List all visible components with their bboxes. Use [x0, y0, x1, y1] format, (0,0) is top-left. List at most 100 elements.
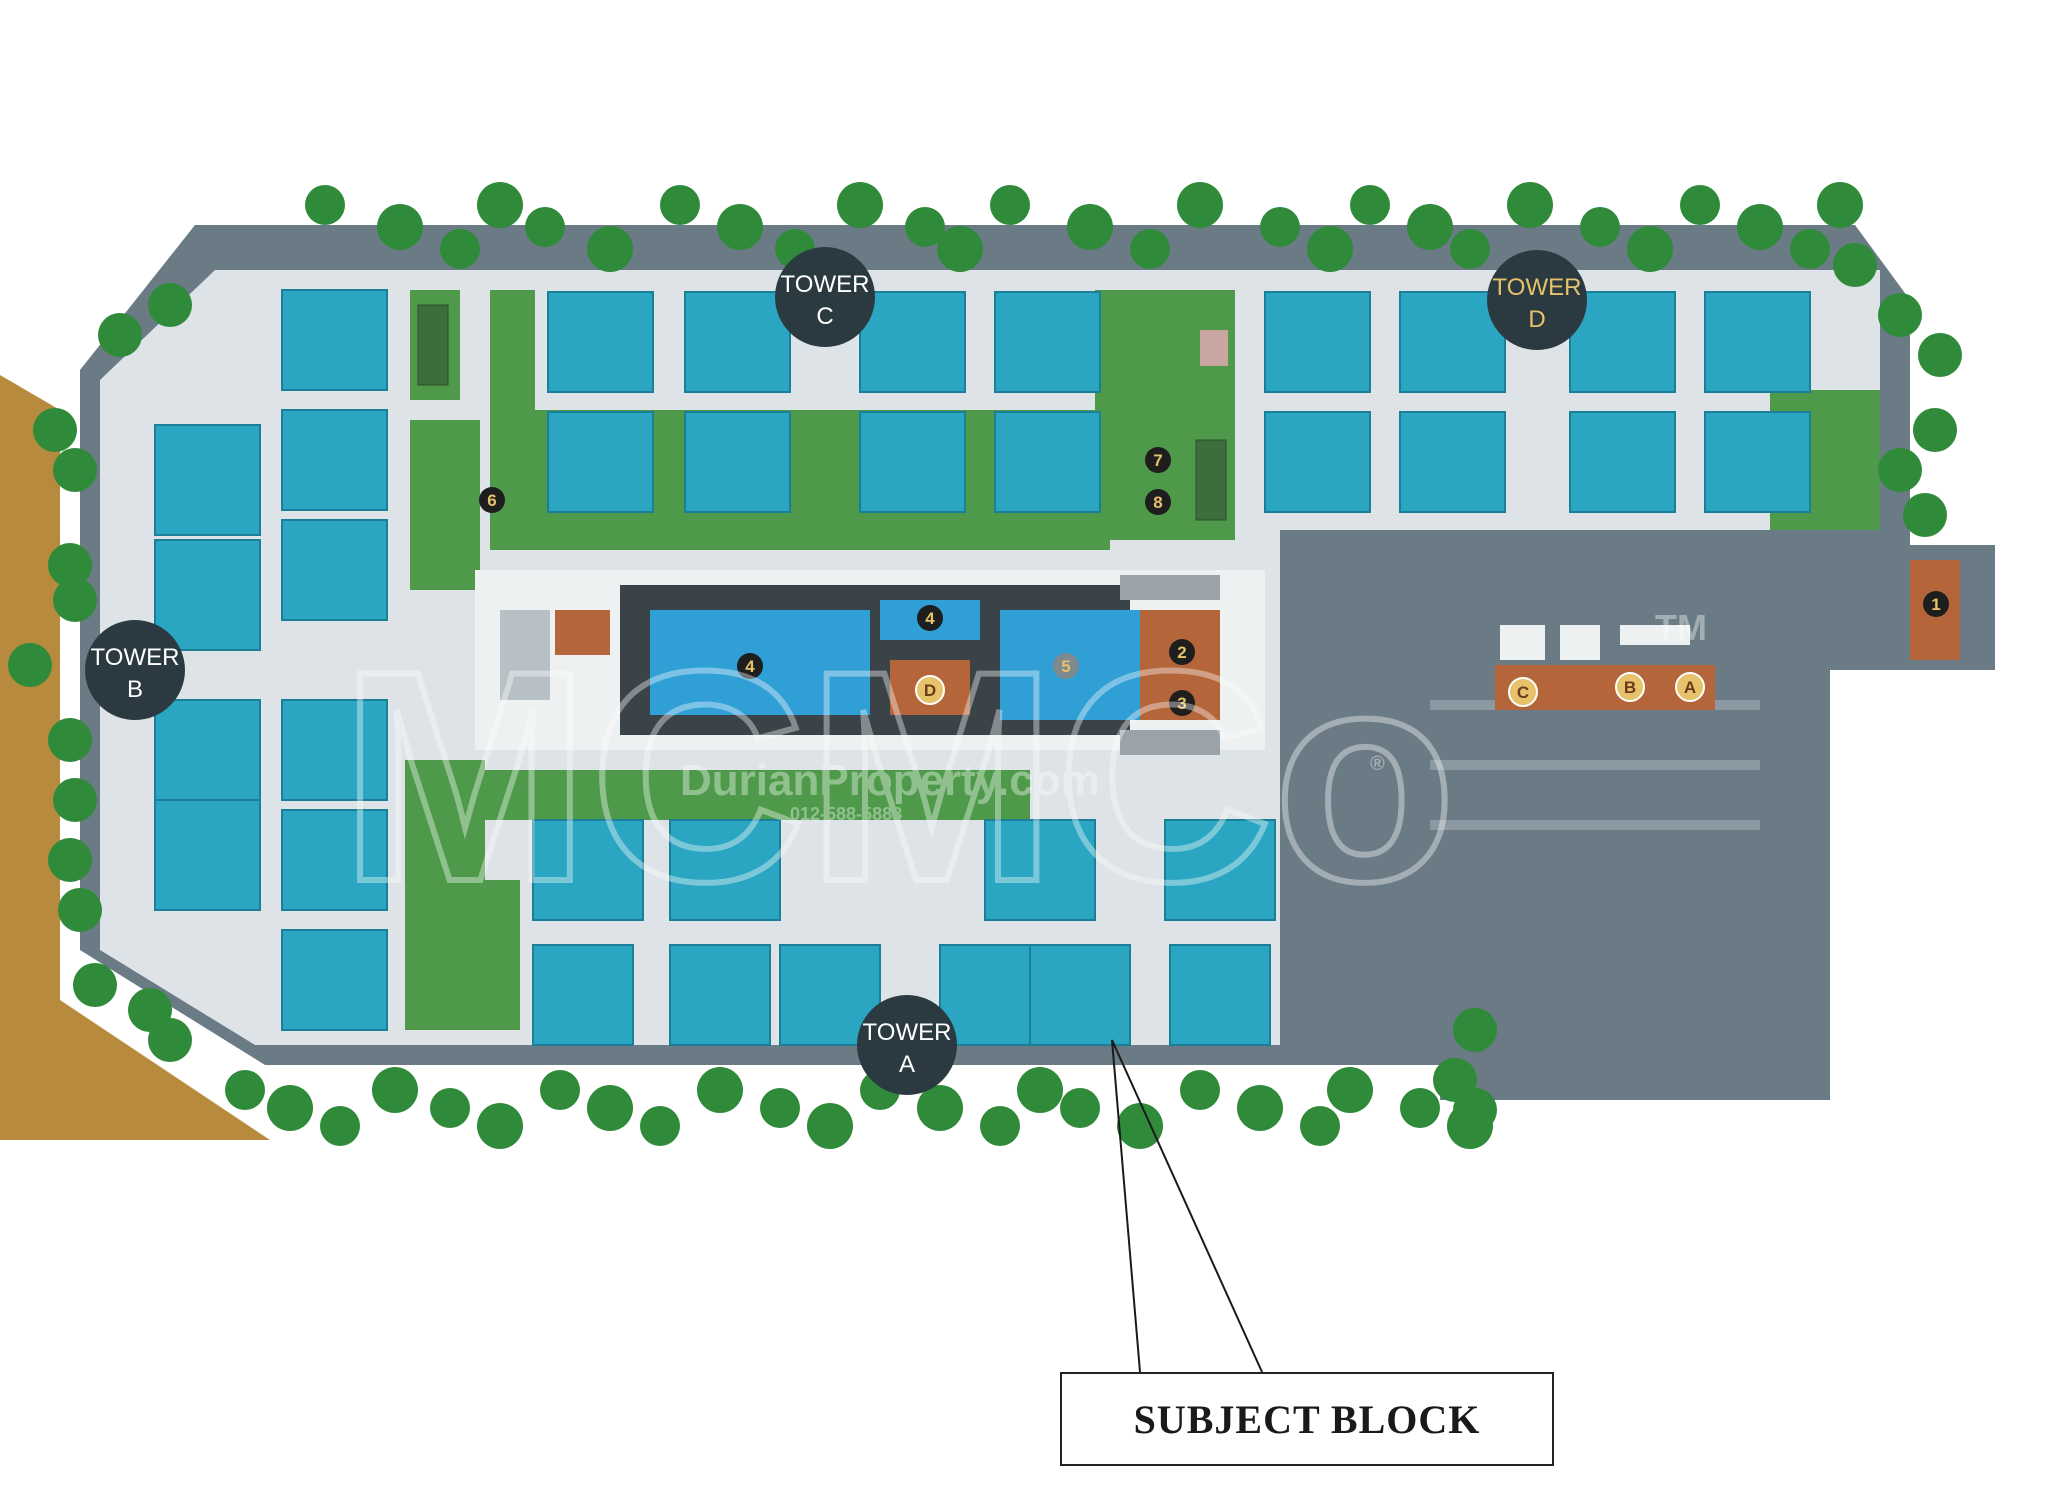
parking-marker-b: B [1615, 672, 1645, 702]
apartment-unit [1164, 819, 1276, 921]
watermark-phone: 012-588-5888 [790, 804, 902, 824]
tower-b-name: TOWER [91, 644, 180, 671]
apartment-unit [1569, 411, 1676, 513]
facility-marker-8-dot [1145, 489, 1171, 515]
residential-units [154, 289, 1811, 1046]
callout-line-left [1111, 1039, 1141, 1373]
tree [1117, 1103, 1163, 1149]
tree [48, 838, 92, 882]
tower-d-badge [1487, 250, 1587, 350]
facility-marker-1-dot [1923, 591, 1949, 617]
apartment-unit [994, 291, 1101, 393]
facility-marker-4b-dot [737, 653, 763, 679]
tree [58, 888, 102, 932]
facility-marker-2-label: 2 [1177, 643, 1186, 662]
facility-marker-6-dot [479, 487, 505, 513]
tree [990, 185, 1030, 225]
tree [1737, 204, 1783, 250]
tree [587, 226, 633, 272]
tree [525, 207, 565, 247]
tree [1913, 408, 1957, 452]
tower-a-letter: A [899, 1051, 915, 1078]
apartment-unit [939, 944, 1041, 1046]
tree [1130, 229, 1170, 269]
tree [1878, 293, 1922, 337]
soil-area [0, 375, 270, 1140]
tree [1180, 1070, 1220, 1110]
drop-off-kiosk [1500, 625, 1545, 660]
tree [8, 643, 52, 687]
apartment-unit [859, 291, 966, 393]
tower-d-name: TOWER [1493, 274, 1582, 301]
apartment-unit [859, 411, 966, 513]
gazebo [1120, 575, 1220, 600]
tree [1580, 207, 1620, 247]
tree [760, 1088, 800, 1128]
facility-marker-7-dot [1145, 447, 1171, 473]
tree [917, 1085, 963, 1131]
apartment-unit [532, 819, 644, 921]
facility-marker-2-dot [1169, 639, 1195, 665]
tree [540, 1070, 580, 1110]
facility-marker-6: 6 [479, 487, 505, 513]
tree [1833, 243, 1877, 287]
watermark-trademark: TM [1655, 607, 1707, 648]
tree [1790, 229, 1830, 269]
facility-marker-3-dot [1169, 690, 1195, 716]
facility-marker-7: 7 [1145, 447, 1171, 473]
pavilion [500, 610, 550, 700]
car-park-lane [1430, 820, 1760, 830]
parking-marker-a-label: A [1684, 678, 1696, 697]
tree [430, 1088, 470, 1128]
tower-c-badge [775, 247, 875, 347]
apartment-unit [154, 424, 261, 536]
watermark: DurianProperty.com ® 012-588-5888 MCMCo … [337, 605, 1707, 947]
facility-marker-5-dot [1053, 653, 1079, 679]
apartment-unit [547, 411, 654, 513]
drop-off-kiosk [1620, 625, 1690, 645]
apartment-unit [984, 819, 1096, 921]
tree [980, 1106, 1020, 1146]
facility-marker-2: 2 [1169, 639, 1195, 665]
apartment-unit [684, 411, 791, 513]
tower-c-label: TOWER C [775, 247, 875, 347]
parking-marker-d-dot [915, 675, 945, 705]
parking-marker-b-label: B [1624, 678, 1636, 697]
garden-strip [410, 420, 480, 590]
garden-strip [470, 770, 1030, 820]
tree [1680, 185, 1720, 225]
tower-b-label: TOWER B [85, 620, 185, 720]
apartment-unit [547, 291, 654, 393]
tree [477, 1103, 523, 1149]
tree [48, 718, 92, 762]
apartment-unit [684, 291, 791, 393]
apartment-unit [1169, 944, 1271, 1046]
tree [807, 1103, 853, 1149]
apartment-unit [669, 944, 771, 1046]
parking-marker-a-dot [1675, 672, 1705, 702]
tree [305, 185, 345, 225]
callout-line-right [1111, 1039, 1263, 1373]
tree [1407, 204, 1453, 250]
tree [98, 313, 142, 357]
tower-a-badge [857, 995, 957, 1095]
tree [640, 1106, 680, 1146]
tree [1627, 226, 1673, 272]
parking-marker-c-dot [1508, 677, 1538, 707]
gazebo [1120, 730, 1220, 755]
facility-marker-4b-label: 4 [745, 657, 755, 676]
garden-strip [470, 880, 520, 1030]
parking-marker-c: C [1508, 677, 1538, 707]
apartment-unit [281, 289, 388, 391]
watermark-registered: ® [1370, 753, 1385, 775]
tree [1300, 1106, 1340, 1146]
landscape-trees [8, 182, 1962, 1149]
apartment-unit [281, 699, 388, 801]
facility-marker-3-label: 3 [1177, 694, 1186, 713]
parking-marker-c-label: C [1517, 683, 1529, 702]
garden-strip [490, 290, 535, 410]
tree [1307, 226, 1353, 272]
drop-off-kiosk [1560, 625, 1600, 660]
tree [1817, 182, 1863, 228]
